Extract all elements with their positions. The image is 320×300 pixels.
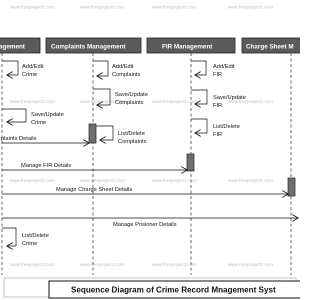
message-list-delete-complaints: List/Delete Complaints	[96, 125, 147, 145]
lifeline-label-chargesheet: Charge Sheet M	[246, 44, 294, 51]
self-loop-add-edit-crime	[2, 60, 19, 75]
lifeline-header-chargesheet: Charge Sheet M	[241, 37, 300, 54]
message-save-update-fir: Save/Update FIR	[191, 89, 246, 109]
message-label-save-update-crime-line1: Save/Update	[31, 112, 64, 118]
message-label-list-delete-fir-line2: FIR	[213, 132, 222, 138]
watermark-row-1-d: www.freeprojectz.com	[228, 5, 273, 10]
activation-fir	[186, 153, 195, 172]
message-label-list-delete-crime-line1: List/Delete	[22, 233, 49, 239]
message-label-add-edit-crime-line2: Crime	[22, 72, 37, 78]
message-label-save-update-complaints-line1: Save/Update	[115, 92, 148, 98]
self-loop-save-update-crime	[2, 108, 27, 122]
diagram-title-box	[48, 280, 300, 299]
message-add-edit-fir: Add/Edit FIR	[191, 60, 235, 78]
message-label-manage-fir-details: Manage FIR Details	[21, 163, 71, 169]
watermark-row-4-a: www.freeprojectz.com	[10, 262, 55, 267]
lifeline-label-complaints: Complaints Management	[51, 44, 126, 51]
lifeline-label-fir: FIR Management	[162, 44, 213, 51]
message-label-save-update-complaints-line2: Complaints	[115, 100, 144, 106]
message-label-add-edit-fir-line1: Add/Edit	[213, 64, 235, 70]
message-add-edit-complaints: Add/Edit Complaints	[93, 60, 141, 78]
watermark-row-2-c: www.freeprojectz.com	[152, 99, 197, 104]
message-manage-complaints-details: plaints Details	[1, 136, 89, 143]
message-add-edit-crime: Add/Edit Crime	[2, 60, 44, 78]
message-list-delete-fir: List/Delete FIR	[191, 118, 240, 138]
self-loop-add-edit-complaints	[93, 60, 109, 76]
message-label-list-delete-fir-line1: List/Delete	[213, 124, 240, 130]
sequence-diagram: www.freeprojectz.com www.freeprojectz.co…	[0, 5, 300, 299]
watermark-row-4-d: www.freeprojectz.com	[228, 262, 273, 267]
message-label-save-update-fir-line1: Save/Update	[213, 95, 246, 101]
lifeline-box-chargesheet	[241, 37, 300, 54]
message-manage-charge-sheet-details: Manage Charge Sheet Details	[2, 187, 288, 194]
message-label-add-edit-fir-line2: FIR	[213, 72, 222, 78]
message-manage-prisoner-details: Manage Prisioner Details	[2, 218, 298, 228]
diagram-title-block: Sequence Diagram of Crime Record Mnageme…	[48, 280, 300, 299]
message-list-delete-crime: List/Delete Crime	[2, 227, 49, 247]
message-manage-fir-details: Manage FIR Details	[2, 163, 187, 170]
lifeline-header-complaints: Complaints Management	[45, 37, 142, 54]
message-label-list-delete-complaints-line2: Complaints	[118, 139, 147, 145]
self-loop-save-update-complaints	[93, 88, 111, 105]
watermark-row-1-a: www.freeprojectz.com	[10, 5, 55, 10]
watermark-row-4-b: www.freeprojectz.com	[80, 262, 125, 267]
message-save-update-crime: Save/Update Crime	[2, 108, 64, 126]
lifeline-box-complaints	[45, 37, 142, 54]
message-label-add-edit-crime-line1: Add/Edit	[22, 64, 44, 70]
watermark-row-3-d: www.freeprojectz.com	[228, 178, 273, 183]
activation-chargesheet	[287, 177, 296, 197]
self-loop-list-delete-crime	[2, 227, 17, 246]
activation-complaints	[88, 123, 97, 144]
self-loop-add-edit-fir	[191, 60, 207, 75]
message-label-manage-charge-sheet-details: Manage Charge Sheet Details	[56, 187, 132, 193]
watermark-row-3-c: www.freeprojectz.com	[152, 178, 197, 183]
self-loop-save-update-fir	[191, 89, 208, 104]
message-save-update-complaints: Save/Update Complaints	[93, 88, 148, 106]
watermark-row-3-a: www.freeprojectz.com	[10, 178, 55, 183]
message-label-manage-complaints-details: plaints Details	[1, 136, 37, 142]
lifeline-label-lane1: agement	[0, 44, 26, 51]
sequence-diagram-canvas: www.freeprojectz.com www.freeprojectz.co…	[0, 4, 300, 299]
lifeline-box-lane1	[0, 37, 41, 54]
self-loop-list-delete-complaints	[96, 125, 114, 140]
message-label-add-edit-complaints-line1: Add/Edit	[112, 64, 134, 70]
lifeline-header-lane1: agement	[0, 37, 41, 54]
message-label-save-update-fir-line2: FIR	[213, 103, 222, 109]
self-loop-list-delete-fir	[191, 118, 208, 133]
message-label-manage-prisoner-details: Manage Prisioner Details	[113, 222, 177, 228]
lifeline-header-fir: FIR Management	[146, 37, 236, 54]
watermark-row-3-b: www.freeprojectz.com	[80, 178, 125, 183]
watermark-row-4-c: www.freeprojectz.com	[152, 262, 197, 267]
message-label-list-delete-complaints-line1: List/Delete	[118, 131, 145, 137]
watermark-row-2-a: www.freeprojectz.com	[10, 99, 55, 104]
diagram-title: Sequence Diagram of Crime Record Mnageme…	[71, 286, 276, 295]
message-label-list-delete-crime-line2: Crime	[22, 241, 37, 247]
watermark-row-1-b: www.freeprojectz.com	[80, 5, 125, 10]
watermark-row-2-d: www.freeprojectz.com	[228, 99, 273, 104]
message-label-add-edit-complaints-line2: Complaints	[112, 72, 141, 78]
message-label-save-update-crime-line2: Crime	[31, 120, 46, 126]
watermark-row-1-c: www.freeprojectz.com	[152, 5, 197, 10]
